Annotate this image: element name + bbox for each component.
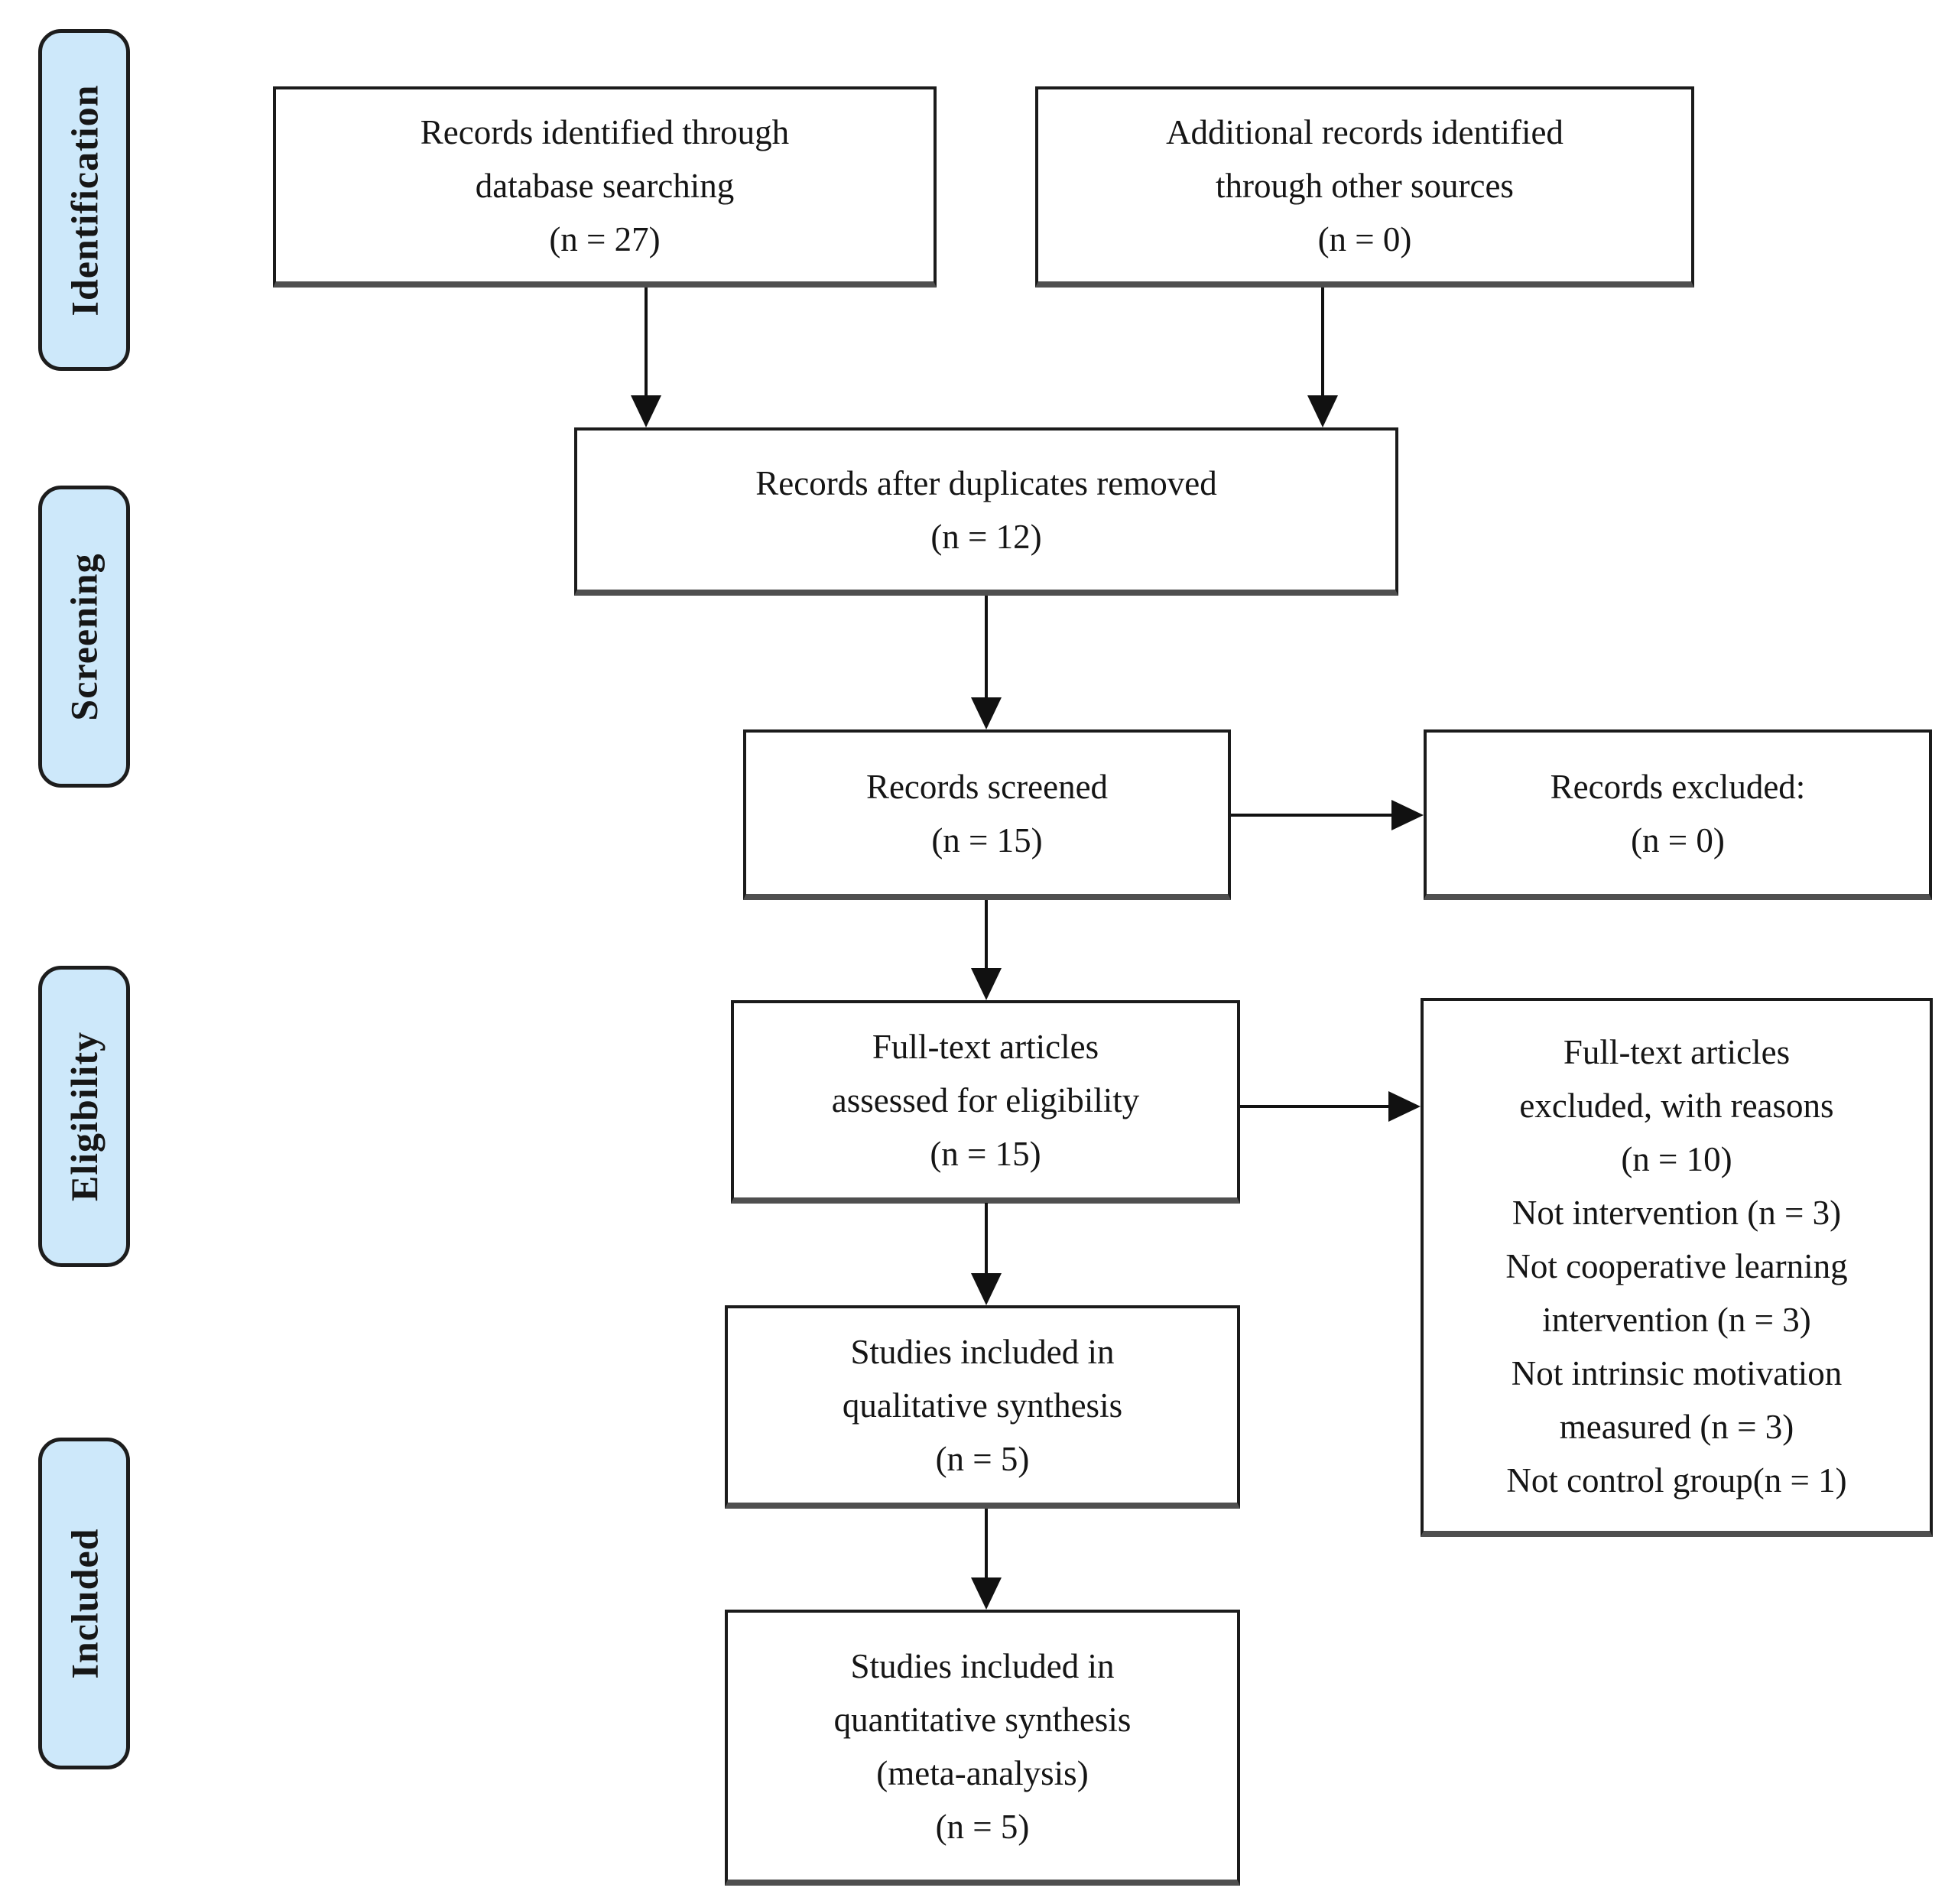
arrow-screened-to-excluded xyxy=(1231,800,1424,830)
arrow-qualitative-to-quantitative xyxy=(971,1509,1002,1610)
arrow-identified-to-duplicates xyxy=(631,288,661,427)
stage-eligibility-label: Eligibility xyxy=(63,1031,106,1202)
box-quantitative-synthesis-text: Studies included in quantitative synthes… xyxy=(833,1646,1132,1846)
box-records-screened-text: Records screened (n = 15) xyxy=(865,767,1109,859)
stage-included-label: Included xyxy=(63,1528,106,1679)
box-records-identified: Records identified through database sear… xyxy=(273,86,937,288)
arrow-fulltext-to-qualitative xyxy=(971,1203,1002,1305)
stage-eligibility: Eligibility xyxy=(38,966,130,1267)
box-fulltext-assessed-text: Full-text articles assessed for eligibil… xyxy=(831,1028,1140,1173)
stage-screening-label: Screening xyxy=(63,552,106,721)
arrow-fulltext-to-excluded xyxy=(1240,1091,1421,1122)
box-records-excluded: Records excluded: (n = 0) xyxy=(1424,729,1932,900)
box-fulltext-excluded: Full-text articles excluded, with reason… xyxy=(1421,998,1933,1537)
stage-included: Included xyxy=(38,1438,130,1769)
box-records-screened: Records screened (n = 15) xyxy=(743,729,1231,900)
box-quantitative-synthesis: Studies included in quantitative synthes… xyxy=(725,1610,1240,1886)
arrow-additional-to-duplicates xyxy=(1307,288,1338,427)
box-records-excluded-text: Records excluded: (n = 0) xyxy=(1550,767,1806,859)
stage-screening: Screening xyxy=(38,486,130,788)
stage-identification-label: Identification xyxy=(63,84,106,316)
box-after-duplicates-text: Records after duplicates removed (n = 12… xyxy=(755,464,1217,556)
box-fulltext-assessed: Full-text articles assessed for eligibil… xyxy=(731,1000,1240,1204)
box-additional-records: Additional records identified through ot… xyxy=(1035,86,1694,288)
box-additional-records-text: Additional records identified through ot… xyxy=(1166,112,1563,258)
box-after-duplicates: Records after duplicates removed (n = 12… xyxy=(574,427,1398,596)
box-records-identified-text: Records identified through database sear… xyxy=(420,112,790,258)
box-fulltext-excluded-text: Full-text articles excluded, with reason… xyxy=(1505,1032,1848,1499)
stage-identification: Identification xyxy=(38,29,130,371)
arrow-screened-to-fulltext xyxy=(971,900,1002,1000)
box-qualitative-synthesis: Studies included in qualitative synthesi… xyxy=(725,1305,1240,1509)
box-qualitative-synthesis-text: Studies included in qualitative synthesi… xyxy=(842,1333,1123,1478)
arrow-duplicates-to-screened xyxy=(971,596,1002,729)
